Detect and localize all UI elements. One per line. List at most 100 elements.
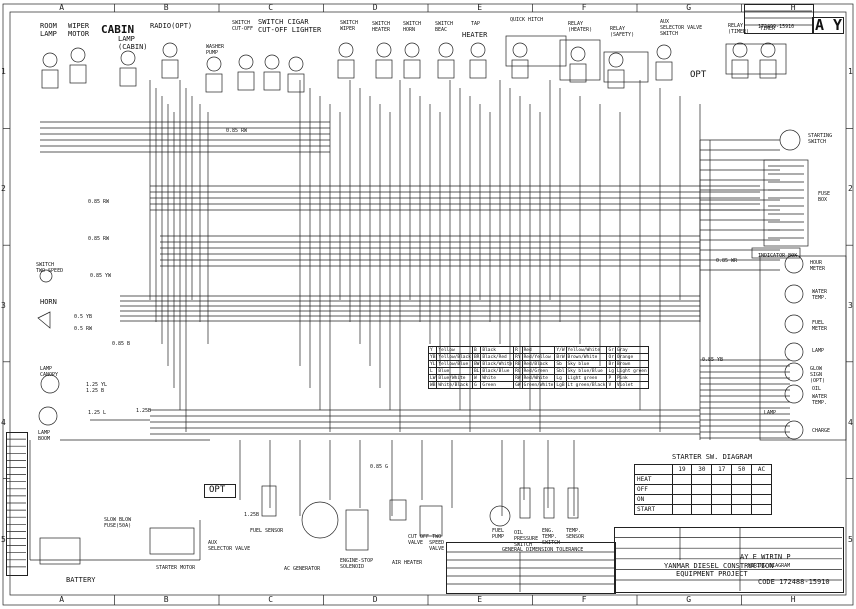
wire-label: 0.85 RW bbox=[88, 236, 110, 242]
starter-sw-header-cell: 17 bbox=[711, 464, 733, 475]
color-code-cell: Black/Red bbox=[480, 353, 515, 361]
connector bbox=[337, 59, 355, 79]
color-code-cell: Yellow bbox=[436, 346, 473, 354]
starter-sw-cell bbox=[731, 474, 753, 485]
connector bbox=[237, 71, 255, 91]
starter-sw-diagram-title: STARTER SW. DIAGRAM bbox=[672, 453, 753, 461]
color-code-cell: Orange bbox=[614, 353, 649, 361]
timer-box bbox=[725, 43, 787, 75]
title-part-no: 172499-15910 bbox=[758, 24, 795, 30]
border-column-label: F bbox=[581, 595, 587, 604]
connector bbox=[469, 59, 487, 79]
tolerance-title: GENERAL DIMENSION TOLERANCE bbox=[502, 547, 584, 553]
connector bbox=[569, 63, 587, 83]
cabin-label: CABIN bbox=[101, 23, 135, 36]
temp-sensor-label: TEMP. SENSOR bbox=[566, 528, 585, 540]
color-code-cell: Or bbox=[606, 353, 616, 361]
color-code-cell: W bbox=[471, 374, 482, 382]
color-code-cell: GW bbox=[513, 381, 523, 389]
color-code-cell: Lg bbox=[554, 374, 567, 382]
color-code-cell: Gray bbox=[614, 346, 649, 354]
color-code-cell: Red/Yellow bbox=[521, 353, 556, 361]
horn-label: HORN bbox=[40, 298, 57, 306]
indicator-panel bbox=[759, 255, 847, 441]
border-row-label: 3 bbox=[1, 300, 6, 310]
switch-wiper-label: SWITCH WIPER bbox=[340, 20, 359, 32]
wire-label: 0.5 RW bbox=[74, 326, 93, 332]
fuse-box bbox=[763, 159, 809, 247]
border-column-label: E bbox=[477, 595, 483, 604]
border-row-label: 1 bbox=[848, 66, 853, 76]
color-code-cell: Brown/White bbox=[565, 353, 608, 361]
border-column-label: G bbox=[686, 595, 692, 604]
hour-meter-label: HOUR METER bbox=[810, 260, 826, 272]
switch-horn-label: SWITCH HORN bbox=[403, 21, 422, 33]
switch-beac-label: SWITCH BEAC bbox=[435, 21, 454, 33]
battery-label: BATTERY bbox=[66, 576, 96, 584]
component-symbol bbox=[376, 42, 392, 58]
color-code-cell: Blue bbox=[436, 367, 473, 375]
border-row-label: 4 bbox=[848, 417, 853, 427]
border-column-label: D bbox=[372, 3, 378, 12]
component-symbol bbox=[162, 42, 178, 58]
wire-label: 0.85 RW bbox=[88, 199, 110, 205]
color-code-cell: Light green bbox=[614, 367, 649, 375]
relay-heater-label: RELAY (HEATER) bbox=[568, 21, 593, 33]
component-symbol bbox=[338, 42, 354, 58]
component-symbol bbox=[120, 50, 136, 66]
starter-sw-cell bbox=[751, 494, 772, 505]
opt-bottom-label: OPT bbox=[209, 485, 226, 495]
border-column-label: F bbox=[581, 3, 587, 12]
border-row-label: 5 bbox=[1, 534, 6, 544]
border-row-label: 1 bbox=[1, 66, 6, 76]
color-code-cell: Y bbox=[427, 346, 438, 354]
color-code-cell: BR bbox=[471, 353, 482, 361]
component-symbol bbox=[438, 42, 454, 58]
border-column-label: C bbox=[268, 595, 274, 604]
border-column-label: H bbox=[790, 3, 796, 12]
starting-switch-label: STARTING SWITCH bbox=[808, 133, 833, 145]
timer-label: TIMER bbox=[760, 26, 776, 32]
water-temp2-label: WATER TEMP. bbox=[812, 394, 828, 406]
tap-label: TAP bbox=[471, 21, 481, 27]
starter-sw-header-cell: 50 bbox=[731, 464, 753, 475]
ay-tag: A Y bbox=[815, 16, 843, 34]
wire-label: 0.85 YW bbox=[90, 273, 112, 279]
color-code-cell: Sb bbox=[554, 360, 567, 368]
connector bbox=[403, 59, 421, 79]
starter-sw-cell bbox=[691, 494, 713, 505]
two-speed-valve-symbol bbox=[419, 505, 443, 537]
wire-label: 0.5 YB bbox=[74, 314, 93, 320]
wire-label: 1.25B bbox=[244, 512, 260, 518]
quick-hitch-label: QUICK HITCH bbox=[510, 17, 544, 23]
color-code-cell: Red/Green bbox=[521, 367, 556, 375]
ac-generator-label: AC GENERATOR bbox=[284, 566, 321, 572]
color-code-cell: Lt green/Black bbox=[565, 381, 608, 389]
border-column-label: H bbox=[790, 595, 796, 604]
border-row-label: 5 bbox=[848, 534, 853, 544]
indicator-lamp bbox=[784, 342, 804, 362]
color-code-cell: Black/Blue bbox=[480, 367, 515, 375]
two-speed-valve-label: CUT OFF TWO VALVE SPEED VALVE bbox=[408, 534, 445, 552]
connector bbox=[437, 59, 455, 79]
wiper-motor-label: WIPER MOTOR bbox=[68, 22, 90, 38]
connector bbox=[759, 59, 777, 79]
fuel-sensor-label: FUEL SENSOR bbox=[250, 528, 284, 534]
color-code-cell: Sky blue/Blue bbox=[565, 367, 608, 375]
color-code-cell: WB bbox=[427, 381, 438, 389]
revision-box bbox=[744, 4, 814, 34]
border-column-label: B bbox=[163, 3, 169, 12]
indicator-lamp bbox=[784, 284, 804, 304]
border-column-label: B bbox=[163, 595, 169, 604]
border-row-label: 2 bbox=[848, 183, 853, 193]
color-code-cell: Y/W bbox=[554, 346, 567, 354]
starter-sw-cell bbox=[731, 504, 753, 515]
color-code-cell: Green/White bbox=[521, 381, 556, 389]
oil-pressure-symbol bbox=[519, 487, 531, 519]
tolerance-block bbox=[446, 542, 616, 594]
